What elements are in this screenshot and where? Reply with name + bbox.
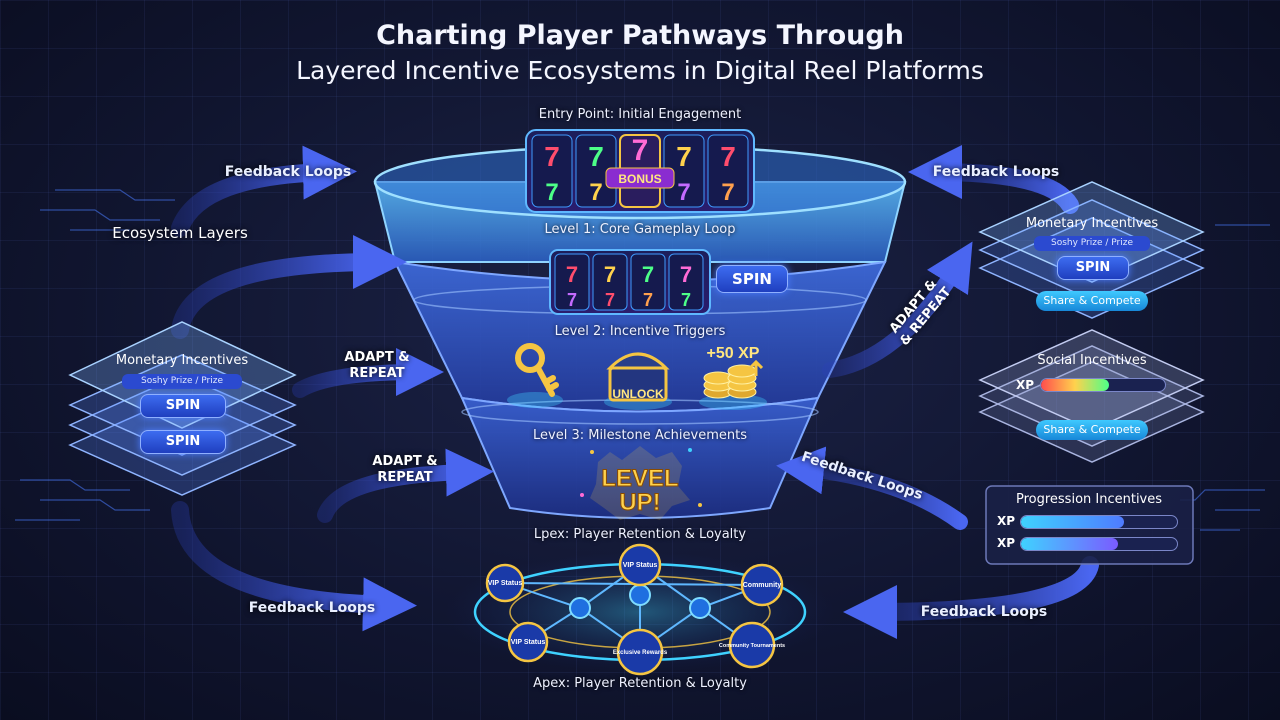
social-xp-label: XP [1016,378,1035,392]
svg-text:7: 7 [567,290,577,310]
arrow-feedback-bottomleft [171,501,417,632]
left-spin-button-2[interactable]: SPIN [140,430,226,454]
entry-point-label: Entry Point: Initial Engagement [538,107,742,122]
arrow-feedback-topleft [171,145,357,237]
circuit-lines [15,189,1270,531]
arrow-feedback-topright [908,145,1079,214]
left-monetary-title: Monetary Incentives [115,353,249,368]
adapt-repeat-label-lower: ADAPT & REPEAT [372,454,437,486]
level2-label: Level 2: Incentive Triggers [554,324,726,339]
arrow-adapt-lower-left [317,448,494,523]
progression-xp-label-2: XP [997,536,1016,550]
svg-text:7: 7 [589,179,602,206]
social-xp-bar [1040,378,1166,392]
node-vip-bottom-left [507,621,549,663]
diagram-title-line2: Layered Incentive Ecosystems in Digital … [296,56,984,85]
left-monetary-subtitle: Soshy Prize / Prize [122,374,242,389]
right-monetary-subtitle: Soshy Prize / Prize [1034,236,1150,251]
svg-text:7: 7 [643,290,653,310]
svg-text:7: 7 [604,262,616,287]
repeat-text: REPEAT [349,366,405,381]
arrow-feedback-midright [776,446,968,530]
ecosystem-layers-label: Ecosystem Layers [112,224,248,242]
adapt-text: ADAPT & [344,350,410,365]
level3-label: Level 3: Milestone Achievements [533,428,747,443]
progression-xp-fill-2 [1021,538,1118,550]
node-vip-left [485,563,525,603]
arrow-ecosystem-to-funnel [171,235,407,339]
apex-bottom-label: Apex: Player Retention & Loyalty [533,676,747,691]
svg-text:7: 7 [544,141,560,172]
level-up-burst [580,446,702,520]
xp-reward-label: +50 XP [707,345,760,362]
feedback-loops-label-bottomleft: Feedback Loops [248,600,376,616]
level-up-line1: LEVEL [601,465,678,492]
apex-network [445,543,835,676]
arrow-feedback-bottomright [843,556,1099,639]
svg-text:7: 7 [545,179,558,206]
level-up-line2: UP! [619,489,660,516]
feedback-loops-label-topright: Feedback Loops [932,164,1060,180]
svg-text:7: 7 [720,141,736,172]
funnel [373,144,907,519]
spin-button-level1[interactable]: SPIN [716,265,788,293]
node-label-vip-bottom-left: VIP Status [511,639,546,646]
progression-xp-fill-1 [1021,516,1124,528]
left-spin-button-1[interactable]: SPIN [140,394,226,418]
right-share-compete-button-1[interactable]: Share & Compete [1036,291,1148,311]
coin-stack-icon [699,359,767,410]
right-share-compete-button-2[interactable]: Share & Compete [1036,420,1148,440]
social-incentives-title: Social Incentives [1037,353,1147,368]
svg-text:7: 7 [680,262,692,287]
social-xp-fill [1041,379,1110,391]
progression-xp-bar-1 [1020,515,1178,529]
key-icon [507,343,563,408]
apex-top-label: Lpex: Player Retention & Loyalty [533,527,747,542]
node-label-community-tournaments: Community Tournaments [719,643,785,649]
slot-machine-level1 [549,249,711,315]
feedback-loops-label-bottomright: Feedback Loops [920,604,1048,620]
svg-text:7: 7 [566,262,578,287]
node-vip-top [618,543,662,587]
feedback-loops-label-topleft: Feedback Loops [224,164,352,180]
svg-text:BONUS: BONUS [618,172,661,186]
svg-text:7: 7 [605,290,615,310]
arrow-adapt-left [292,348,444,398]
right-spin-button[interactable]: SPIN [1057,256,1129,280]
node-exclusive [616,628,664,676]
adapt-repeat-label-left: ADAPT & REPEAT [344,350,409,382]
node-label-vip-left: VIP Status [488,580,523,587]
treasure-chest-icon [604,352,672,410]
node-community [740,563,784,607]
node-label-exclusive: Exclusive Rewards [613,650,668,656]
level1-label: Level 1: Core Gameplay Loop [544,222,736,237]
repeat-text: REPEAT [377,470,433,485]
reel-symbols: 7 7 7 7 7 7 7 7 7 BONUS 7 7 7 7 7 7 7 7 [544,134,736,310]
progression-xp-label-1: XP [997,514,1016,528]
svg-text:7: 7 [676,141,692,172]
right-monetary-title: Monetary Incentives [1025,216,1159,231]
node-label-community: Community [743,582,782,589]
svg-text:7: 7 [632,134,649,167]
arrow-adapt-right [822,241,973,378]
svg-text:7: 7 [642,262,654,287]
svg-text:7: 7 [721,179,734,206]
slot-machine-top [525,129,755,213]
svg-text:7: 7 [588,141,604,172]
svg-text:7: 7 [677,179,690,206]
node-label-vip-top: VIP Status [623,562,658,569]
progression-incentives-title: Progression Incentives [1015,492,1163,507]
flow-arrows [171,145,1099,639]
svg-text:7: 7 [681,290,691,310]
diagram-title-line1: Charting Player Pathways Through [376,20,904,51]
node-community-tournaments [728,621,776,669]
progression-xp-bar-2 [1020,537,1178,551]
unlock-label: UNLOCK [612,387,664,401]
adapt-text: ADAPT & [372,454,438,469]
